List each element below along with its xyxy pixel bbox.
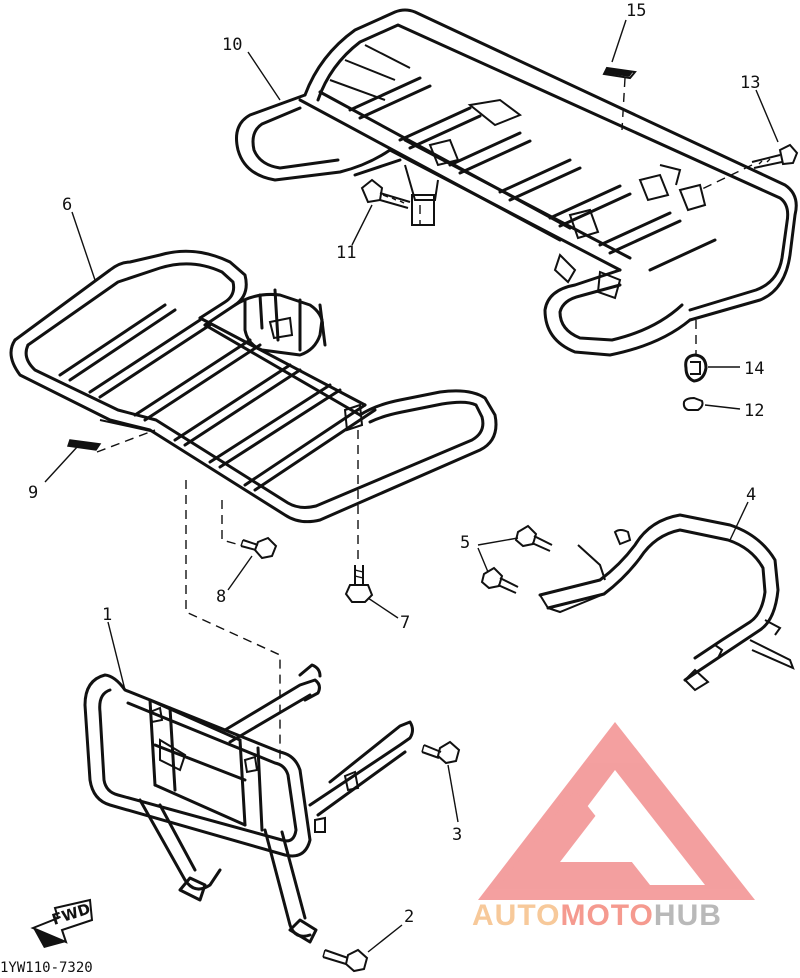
label-tag-15 (602, 66, 637, 80)
fwd-arrow-icon: FWD (30, 898, 94, 948)
bolt-13 (751, 143, 799, 169)
callout-13: 13 (740, 73, 760, 93)
bolt-8 (240, 536, 278, 560)
callout-10: 10 (222, 35, 242, 55)
bolts-5 (480, 524, 553, 594)
diagram-code: 1YW110-7320 (0, 960, 93, 976)
clip-14 (684, 353, 708, 383)
bolt-3 (421, 740, 461, 765)
watermark-auto: AUTO (472, 899, 560, 932)
bolt-2 (322, 948, 369, 973)
assembly-lines (96, 77, 753, 760)
bolt-11 (360, 178, 411, 209)
callout-15: 15 (626, 1, 646, 21)
leader-lines (44, 19, 779, 953)
callout-9: 9 (28, 483, 38, 503)
callout-7: 7 (400, 613, 410, 633)
callout-4: 4 (746, 485, 756, 505)
watermark-logo (478, 722, 755, 900)
label-tag-9 (67, 439, 102, 451)
callout-labels: 1 2 3 4 5 6 7 8 9 10 11 12 13 14 15 (28, 1, 764, 927)
watermark-moto: MOTO (560, 899, 653, 932)
collar-12 (682, 396, 704, 411)
callout-1: 1 (102, 605, 112, 625)
callout-14: 14 (744, 359, 764, 379)
rear-carrier (235, 8, 798, 357)
watermark-text: AUTOMOTOHUB (472, 899, 722, 932)
bolt-7 (344, 565, 374, 603)
watermark-hub: HUB (654, 899, 722, 932)
front-carrier (9, 249, 498, 524)
callout-2: 2 (404, 907, 414, 927)
bracket-1 (83, 663, 414, 944)
rear-guard-4 (538, 513, 795, 692)
callout-5: 5 (460, 533, 470, 553)
callout-3: 3 (452, 825, 462, 845)
callout-8: 8 (216, 587, 226, 607)
callout-6: 6 (62, 195, 72, 215)
callout-12: 12 (744, 401, 764, 421)
callout-11: 11 (336, 243, 356, 263)
